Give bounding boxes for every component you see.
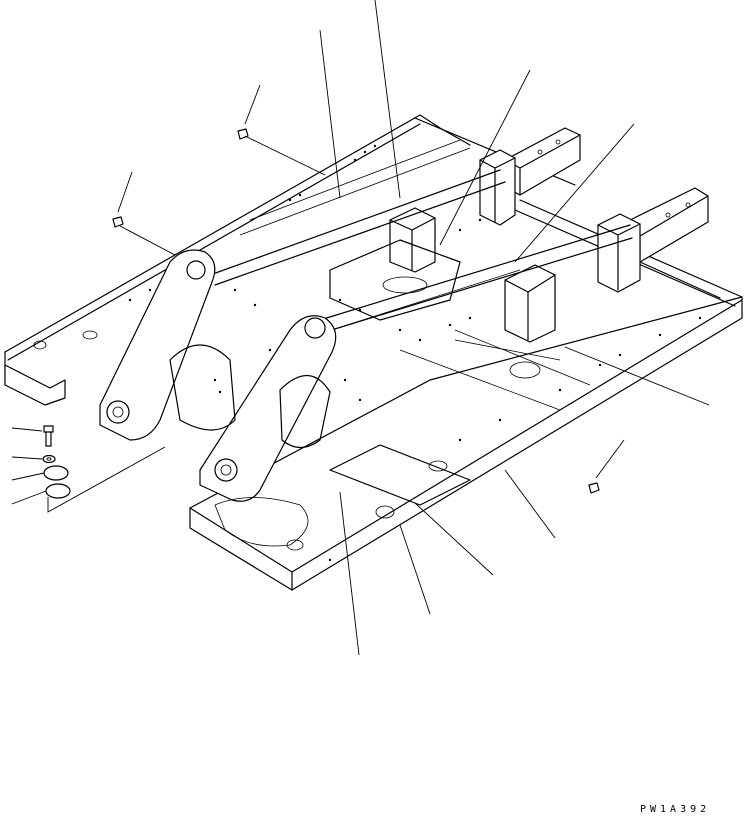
boom-support-brackets <box>389 149 641 343</box>
floor-openings <box>33 329 591 551</box>
center-section <box>209 139 633 341</box>
drawing-reference-code: PW1A392 <box>640 804 711 815</box>
frame-outline <box>4 114 743 591</box>
boom-foot-plates <box>99 249 337 502</box>
bolt-holes <box>128 144 702 562</box>
leader-lines <box>11 0 710 656</box>
fastener-parts <box>42 128 600 499</box>
